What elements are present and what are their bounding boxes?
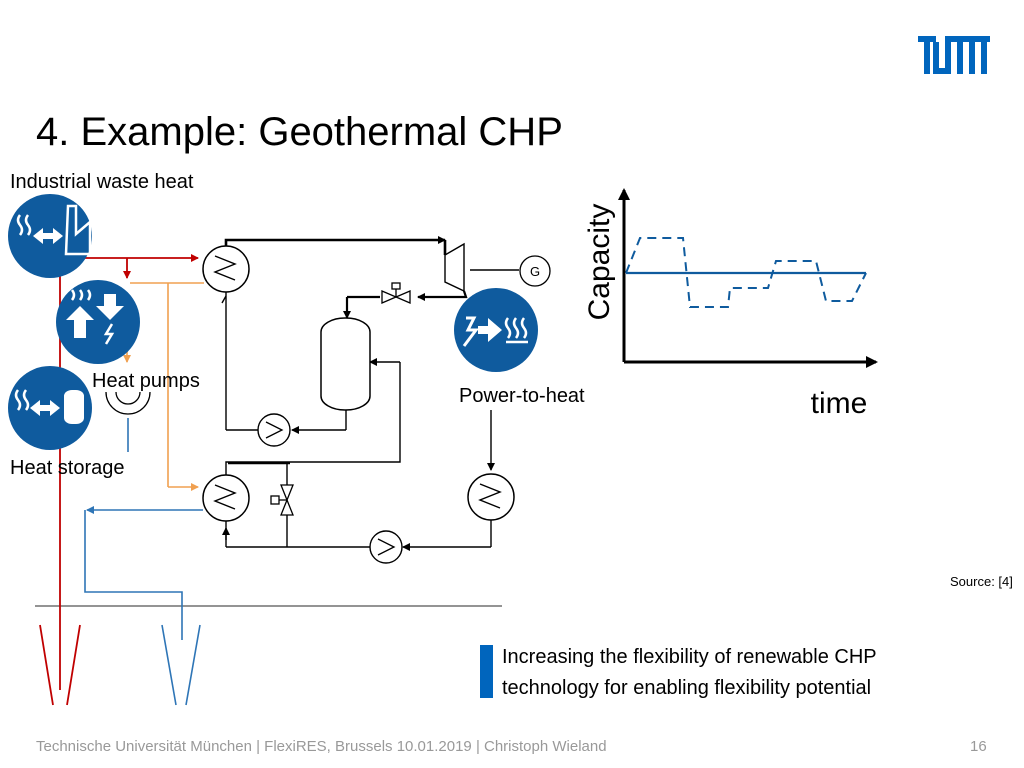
pump-lower (369, 530, 403, 564)
waste-heat-factory-icon (8, 194, 92, 278)
heat-storage-tank-icon (8, 366, 92, 450)
note-accent-bar (480, 645, 493, 698)
key-message-line-1: Increasing the flexibility of renewable … (502, 646, 877, 668)
turbine (444, 242, 465, 293)
page-number: 16 (970, 738, 987, 755)
generator (519, 255, 551, 287)
heat-pump-symbol (105, 391, 151, 415)
pump-upper (257, 413, 291, 447)
throttle-valve-upper (381, 282, 411, 304)
heat-pump-icon (56, 280, 140, 364)
warm-line (123, 282, 204, 491)
slide-title: 4. Example: Geothermal CHP (36, 110, 563, 154)
heat-exchanger-upper (202, 245, 250, 293)
heat-exchanger-lower (202, 474, 250, 522)
power-to-heat-icon (454, 288, 538, 372)
key-message: Increasing the flexibility of renewable … (502, 642, 877, 704)
power-to-heat-label: Power-to-heat (459, 385, 585, 407)
graph-xlabel: time (811, 387, 868, 420)
heat-pumps-label: Heat pumps (92, 370, 200, 392)
footer-text: Technische Universität München | FlexiRE… (36, 738, 607, 755)
cold-line (84, 418, 203, 706)
flexible-capacity-line (625, 237, 867, 308)
throttle-valve-lower (270, 484, 294, 516)
heat-storage-label: Heat storage (10, 457, 125, 479)
tum-logo (918, 36, 990, 74)
graph-ylabel: Capacity (583, 204, 616, 321)
capacity-time-graph: Capacity time (583, 188, 878, 420)
heat-exchanger-pth (467, 473, 515, 521)
generator-label: G (530, 264, 540, 279)
industrial-waste-heat-label: Industrial waste heat (10, 171, 194, 193)
source-citation: Source: [4] (950, 574, 1013, 589)
steam-drum (320, 317, 371, 411)
key-message-line-2: technology for enabling flexibility pote… (502, 677, 872, 699)
